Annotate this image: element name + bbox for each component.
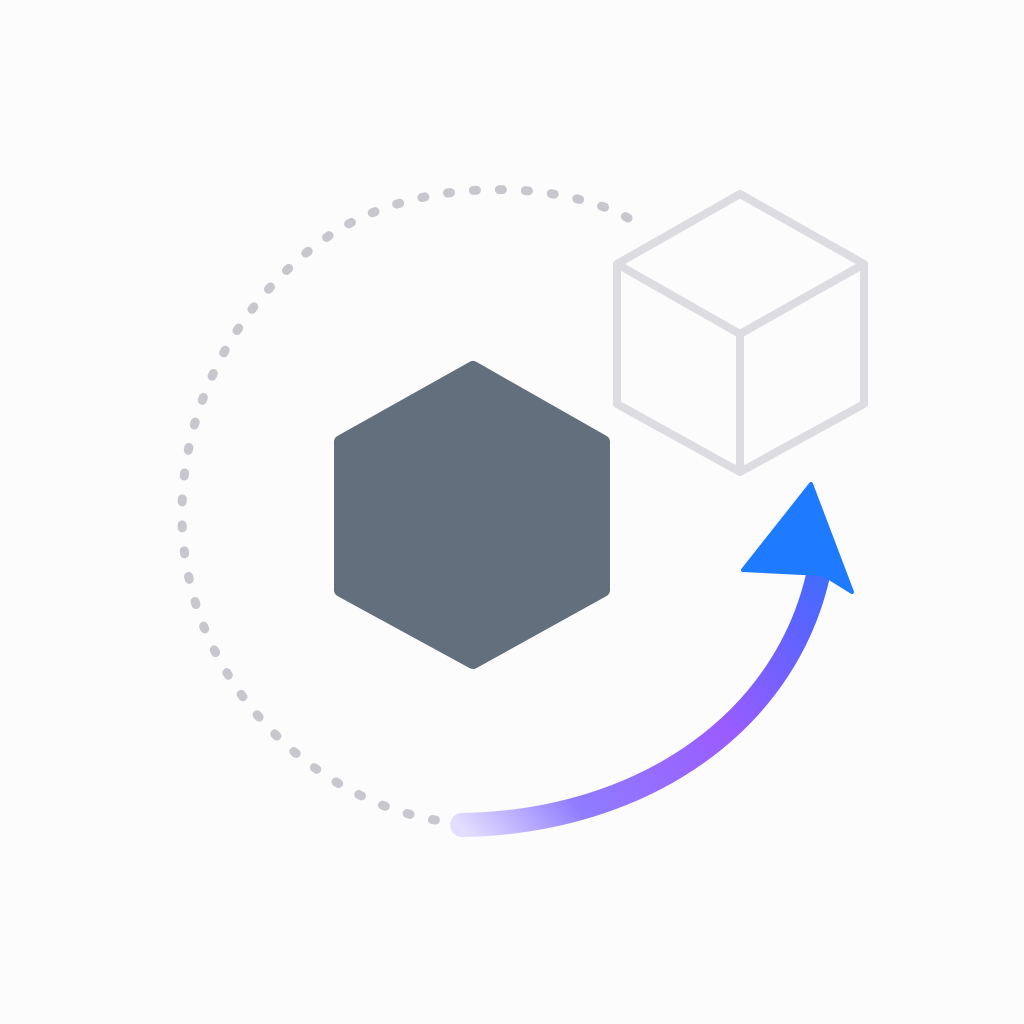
solid-hexagon [334, 361, 610, 669]
arrow-head-icon [741, 482, 854, 594]
curved-transform-arrow [450, 482, 854, 837]
dotted-orbit-path [177, 185, 633, 828]
outline-cube [613, 190, 868, 476]
